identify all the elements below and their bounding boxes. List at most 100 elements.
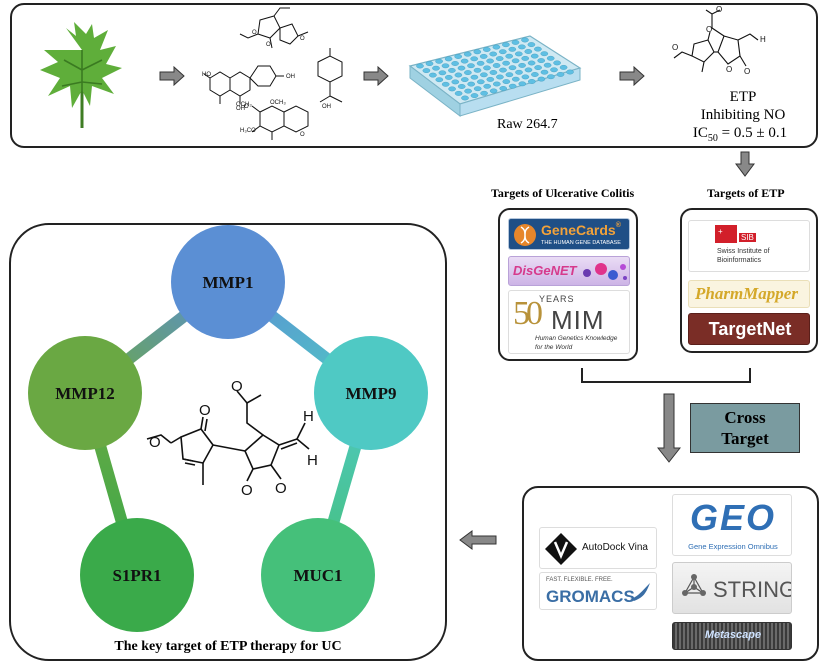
merge-bracket xyxy=(581,368,751,383)
plate-well xyxy=(499,86,507,91)
plate-well xyxy=(499,49,507,55)
metascape-logo[interactable]: Metascape xyxy=(672,622,792,650)
geo-logo[interactable]: GEO Gene Expression Omnibus xyxy=(672,494,792,556)
plate-well xyxy=(429,72,437,78)
plate-well xyxy=(534,65,542,70)
pharmmapper-logo[interactable]: PharmMapper xyxy=(688,280,810,308)
plate-well xyxy=(492,44,501,50)
plate-well xyxy=(489,51,497,57)
disgenet-logo[interactable]: DisGeNET xyxy=(508,256,630,286)
plate-well xyxy=(480,90,488,96)
targetnet-logo[interactable]: TargetNet xyxy=(688,313,810,345)
plate-well xyxy=(470,74,479,80)
plate-well xyxy=(537,76,546,82)
flow-arrow-3 xyxy=(619,66,645,86)
plate-well xyxy=(445,75,453,80)
plate-well xyxy=(486,77,495,82)
genecards-logo[interactable]: GeneCards® THE HUMAN GENE DATABASE xyxy=(508,218,630,250)
plate-well xyxy=(473,49,482,55)
plate-well xyxy=(492,63,501,68)
plate-well xyxy=(508,46,517,52)
sib-logo[interactable]: + SIB Swiss Institute of Bioinformatics xyxy=(688,220,810,272)
target-node-circle xyxy=(261,518,375,632)
plate-well xyxy=(457,84,466,89)
plate-well xyxy=(486,58,494,64)
svg-text:OCH₃: OCH₃ xyxy=(236,102,252,108)
plate-well xyxy=(499,67,507,73)
plate-well xyxy=(527,79,536,84)
svg-text:O: O xyxy=(244,104,249,110)
plate-well xyxy=(479,53,488,59)
plate-well xyxy=(534,46,542,52)
svg-text:OCH₃: OCH₃ xyxy=(270,100,286,106)
plate-well xyxy=(493,81,501,87)
plate-well xyxy=(518,44,526,50)
plate-well xyxy=(566,69,574,75)
plate-well xyxy=(489,88,498,94)
plate-well xyxy=(496,74,504,80)
target-node-circle xyxy=(28,336,142,450)
plate-well xyxy=(451,61,459,66)
flow-arrow-2 xyxy=(363,66,389,86)
bird-icon xyxy=(630,583,650,601)
plate-well xyxy=(553,60,561,66)
target-node-circle xyxy=(80,518,194,632)
plate-well xyxy=(460,58,469,64)
autodock-vina-logo[interactable]: AutoDock Vina xyxy=(539,527,657,569)
plate-well xyxy=(435,58,443,64)
svg-text:O: O xyxy=(300,36,305,42)
plate-well xyxy=(521,74,530,80)
plate-well xyxy=(461,77,469,82)
plate-well xyxy=(502,79,511,84)
plate-well xyxy=(457,65,466,71)
omim-logo[interactable]: 50 YEARS MIM Human Genetics Knowledge fo… xyxy=(508,290,630,354)
sib-badge-icon: + xyxy=(715,225,737,243)
plate-well xyxy=(476,60,485,66)
svg-text:H: H xyxy=(760,35,766,44)
plate-well xyxy=(441,63,450,69)
plate-well xyxy=(511,58,520,64)
target-node-muc1: MUC1 xyxy=(261,518,375,632)
string-logo[interactable]: STRING xyxy=(672,562,792,614)
plate-well xyxy=(470,93,479,99)
svg-text:OH: OH xyxy=(236,106,245,112)
svg-text:O: O xyxy=(275,480,287,497)
plate-well xyxy=(416,63,424,69)
svg-text:OH: OH xyxy=(286,74,295,80)
plate-well xyxy=(512,76,520,82)
down-arrow-tools xyxy=(657,393,681,463)
key-target-caption: The key target of ETP therapy for UC xyxy=(114,639,342,654)
network-icon xyxy=(682,574,706,596)
plate-well xyxy=(463,51,472,57)
plate-well xyxy=(432,65,440,71)
flow-arrow-1 xyxy=(159,66,185,86)
plate-well xyxy=(454,72,463,78)
plate-well xyxy=(464,70,472,75)
plate-well xyxy=(559,65,568,70)
gromacs-logo[interactable]: FAST. FLEXIBLE. FREE. GROMACS xyxy=(539,572,657,610)
target-node-s1pr1: S1PR1 xyxy=(80,518,194,632)
etp-structure-large xyxy=(146,390,310,485)
plate-well xyxy=(464,88,472,94)
svg-text:O: O xyxy=(744,67,750,76)
plate-well xyxy=(483,65,491,71)
plate-well xyxy=(451,79,460,85)
dna-icon xyxy=(514,224,536,246)
target-node-label: MUC1 xyxy=(293,566,342,585)
target-node-circle xyxy=(314,336,428,450)
plant-image xyxy=(40,22,122,128)
svg-text:O: O xyxy=(300,132,305,138)
etp-info: ETP Inhibiting NO IC50 = 0.5 ± 0.1 xyxy=(688,88,798,148)
svg-text:OH: OH xyxy=(322,104,331,110)
plate-well xyxy=(483,47,491,52)
plate-well xyxy=(422,68,431,73)
plate-well xyxy=(477,79,485,85)
svg-text:H: H xyxy=(307,452,318,469)
plate-well xyxy=(518,63,526,68)
plate-well xyxy=(527,42,536,47)
plate-well xyxy=(508,65,517,71)
plate-well xyxy=(448,86,456,92)
plate-well xyxy=(502,60,510,66)
svg-text:O: O xyxy=(266,42,271,48)
